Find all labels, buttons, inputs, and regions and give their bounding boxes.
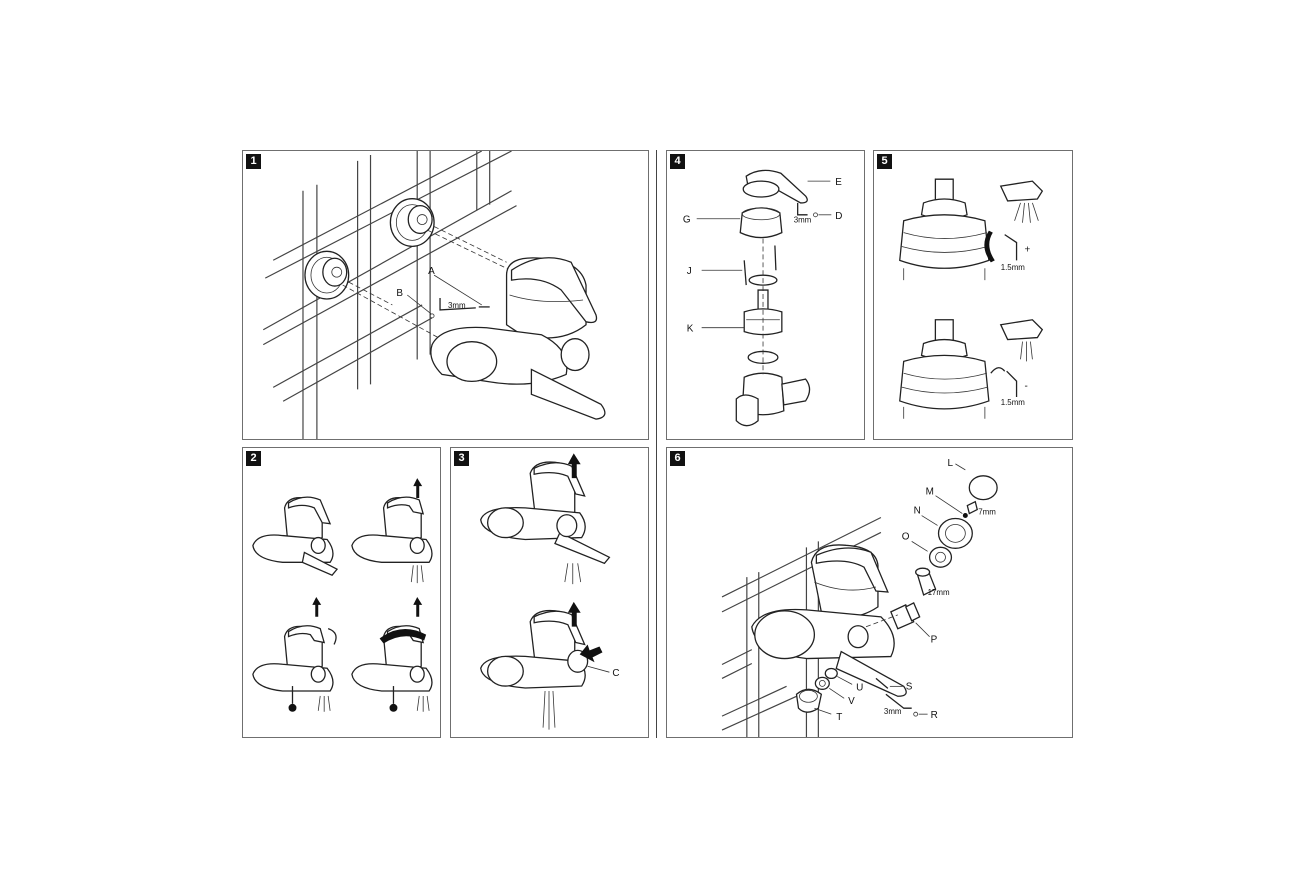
bath-mixer xyxy=(430,257,606,420)
step-6-illustration: L M 7mm N O 17mm P S xyxy=(721,458,998,737)
bath-mixer xyxy=(751,544,907,697)
label-d: D xyxy=(835,211,842,222)
step-6-number: 6 xyxy=(670,451,685,466)
label-p: P xyxy=(931,635,938,646)
label-k: K xyxy=(687,324,694,335)
part-n xyxy=(937,517,973,549)
part-t-outlet xyxy=(795,688,823,713)
mixer-body xyxy=(735,372,811,427)
right-cartridge-connection xyxy=(389,198,435,247)
size-3mm: 3mm xyxy=(884,707,902,716)
label-l: L xyxy=(947,458,953,469)
label-v: V xyxy=(848,696,855,707)
wall-tiles xyxy=(262,151,517,439)
step-3-number: 3 xyxy=(454,451,469,466)
size-7mm: 7mm xyxy=(978,508,996,517)
column-divider xyxy=(656,150,657,738)
step-5-panel: 5 + 1.5mm - 1.5mm xyxy=(873,150,1073,440)
cartridge-bottom xyxy=(899,319,990,419)
label-j: J xyxy=(687,266,692,277)
socket-wrench xyxy=(915,567,937,596)
step-1-panel: 1 xyxy=(242,150,649,440)
mixer-open-cold xyxy=(351,478,433,584)
mixer-hot xyxy=(351,596,433,712)
mixer-closed xyxy=(252,496,339,576)
part-p-diverter xyxy=(890,602,921,630)
step-5-illustration: + 1.5mm - 1.5mm xyxy=(899,178,1044,419)
step-4-panel: 4 E D 3mm G J K xyxy=(666,150,865,440)
hex-key-and-screw xyxy=(407,274,490,319)
step-1-illustration: A B 3mm xyxy=(262,151,606,439)
part-l-cap xyxy=(968,475,998,501)
label-b: B xyxy=(396,288,403,299)
label-u: U xyxy=(856,682,863,693)
label-n: N xyxy=(914,506,921,517)
mixer-shower-mode xyxy=(480,601,610,730)
cover-cap xyxy=(739,207,783,239)
minus-sign: - xyxy=(1024,381,1027,392)
step-3-illustration: C xyxy=(480,453,620,730)
cartridge-top xyxy=(899,178,990,281)
label-s: S xyxy=(906,681,913,692)
lever-handle xyxy=(742,169,808,204)
step-5-number: 5 xyxy=(877,154,892,169)
step-2-panel: 2 xyxy=(242,447,441,738)
tool-size-label: 3mm xyxy=(794,216,812,225)
label-o: O xyxy=(902,531,910,542)
size-17mm: 17mm xyxy=(928,588,950,597)
label-g: G xyxy=(683,215,691,226)
step-6-panel: 6 L M 7mm N xyxy=(666,447,1073,738)
step-1-number: 1 xyxy=(246,154,261,169)
left-cartridge-connection xyxy=(304,250,350,300)
mixer-turning xyxy=(252,596,337,712)
step-3-panel: 3 C xyxy=(450,447,649,738)
label-m: M xyxy=(926,487,934,498)
label-e: E xyxy=(835,177,842,188)
step-4-illustration: E D 3mm G J K xyxy=(683,169,842,427)
step-4-number: 4 xyxy=(670,154,685,169)
label-r: R xyxy=(931,710,938,721)
label-c: C xyxy=(612,668,619,679)
tool-size-bottom: 1.5mm xyxy=(1001,398,1026,407)
tool-size-label: 3mm xyxy=(448,301,466,310)
label-a: A xyxy=(428,266,435,277)
mixer-spout-mode xyxy=(480,453,611,585)
label-t: T xyxy=(836,712,842,723)
shower-head-strong xyxy=(999,180,1044,223)
step-2-illustration xyxy=(252,478,433,712)
step-2-number: 2 xyxy=(246,451,261,466)
tool-size-top: 1.5mm xyxy=(1001,263,1026,272)
part-o xyxy=(928,546,953,568)
shower-head-soft xyxy=(999,319,1044,362)
plus-sign: + xyxy=(1024,244,1030,255)
